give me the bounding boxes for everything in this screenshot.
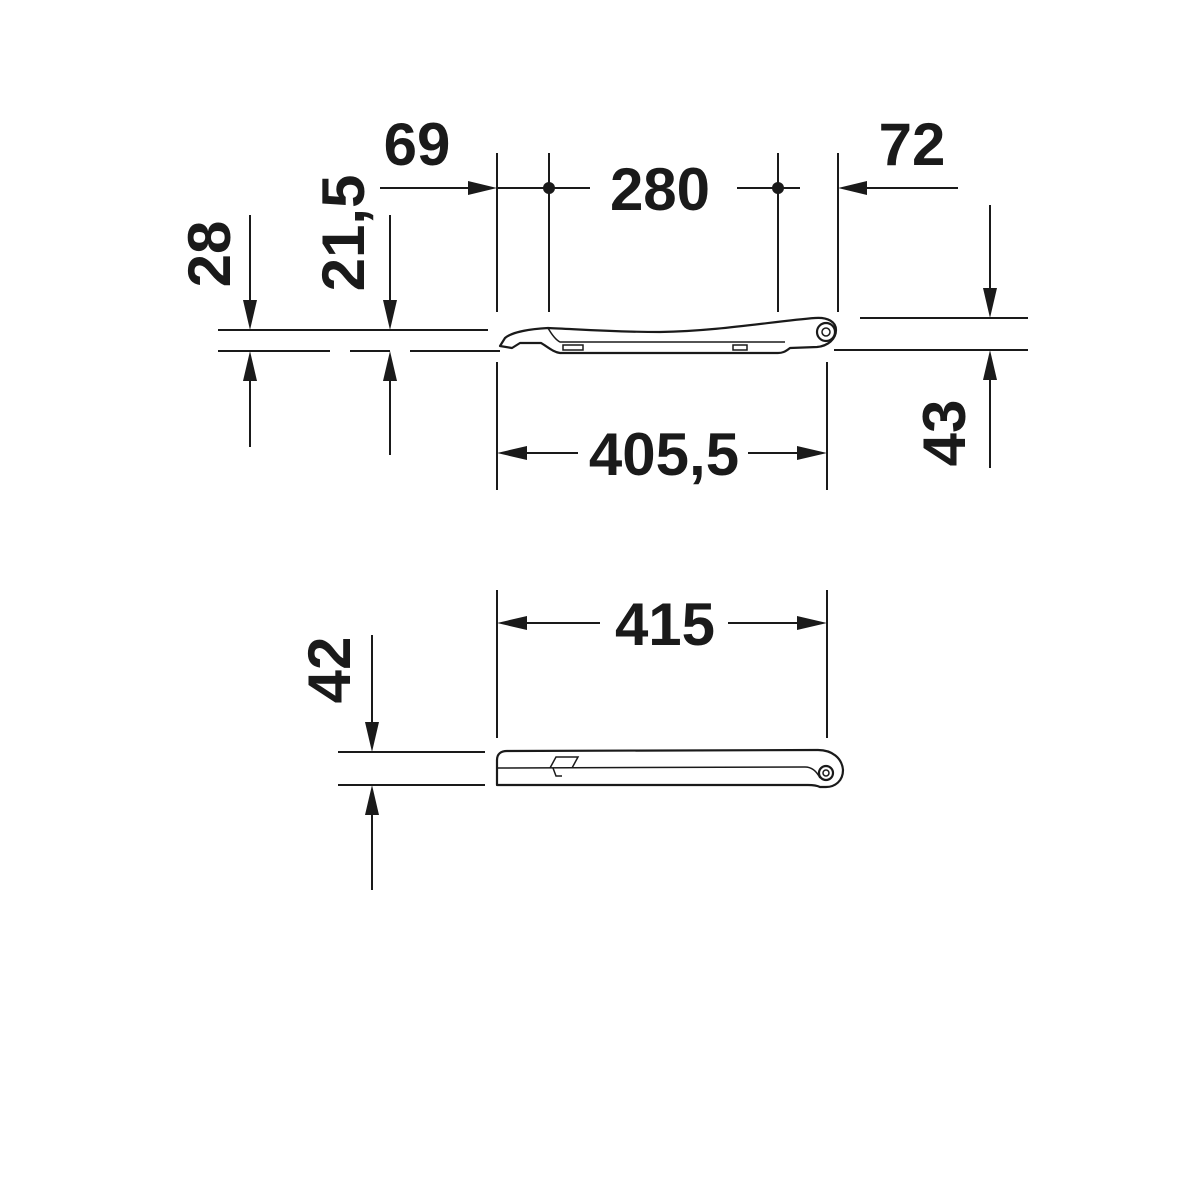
dim-69-label: 69 [384, 111, 451, 178]
dim-21-5-arrow-top [383, 300, 397, 330]
dim-43-label: 43 [911, 400, 978, 467]
dim-405-5-label: 405,5 [589, 421, 739, 488]
dim-72-arrow [838, 181, 867, 195]
dim-72-label: 72 [879, 111, 946, 178]
dim-415-label: 415 [615, 591, 715, 658]
side-view: 69 280 72 28 21,5 405,5 43 [176, 111, 1028, 490]
seat-profile-front [495, 748, 845, 789]
dim-28-arrow-top [243, 300, 257, 330]
dim-28-label: 28 [176, 221, 243, 288]
seat-profile-side [498, 316, 838, 355]
dim-42-arrow-bottom [365, 785, 379, 815]
dim-28-arrow-bottom [243, 351, 257, 381]
dim-69-arrow [468, 181, 497, 195]
dim-42-label: 42 [296, 637, 363, 704]
dim-21-5-arrow-bottom [383, 351, 397, 381]
front-view: 415 42 [296, 590, 845, 890]
dim-405-5-arrow-right [797, 446, 827, 460]
dim-43-arrow-bottom [983, 350, 997, 380]
dim-415-arrow-right [797, 616, 827, 630]
dim-405-5-arrow-left [497, 446, 527, 460]
dim-415-arrow-left [497, 616, 527, 630]
dim-42-arrow-top [365, 722, 379, 752]
dim-21-5-label: 21,5 [310, 175, 377, 292]
dim-280-label: 280 [610, 156, 710, 223]
dim-280-dot-left [543, 182, 555, 194]
dim-280-dot-right [772, 182, 784, 194]
dim-43-arrow-top [983, 288, 997, 318]
